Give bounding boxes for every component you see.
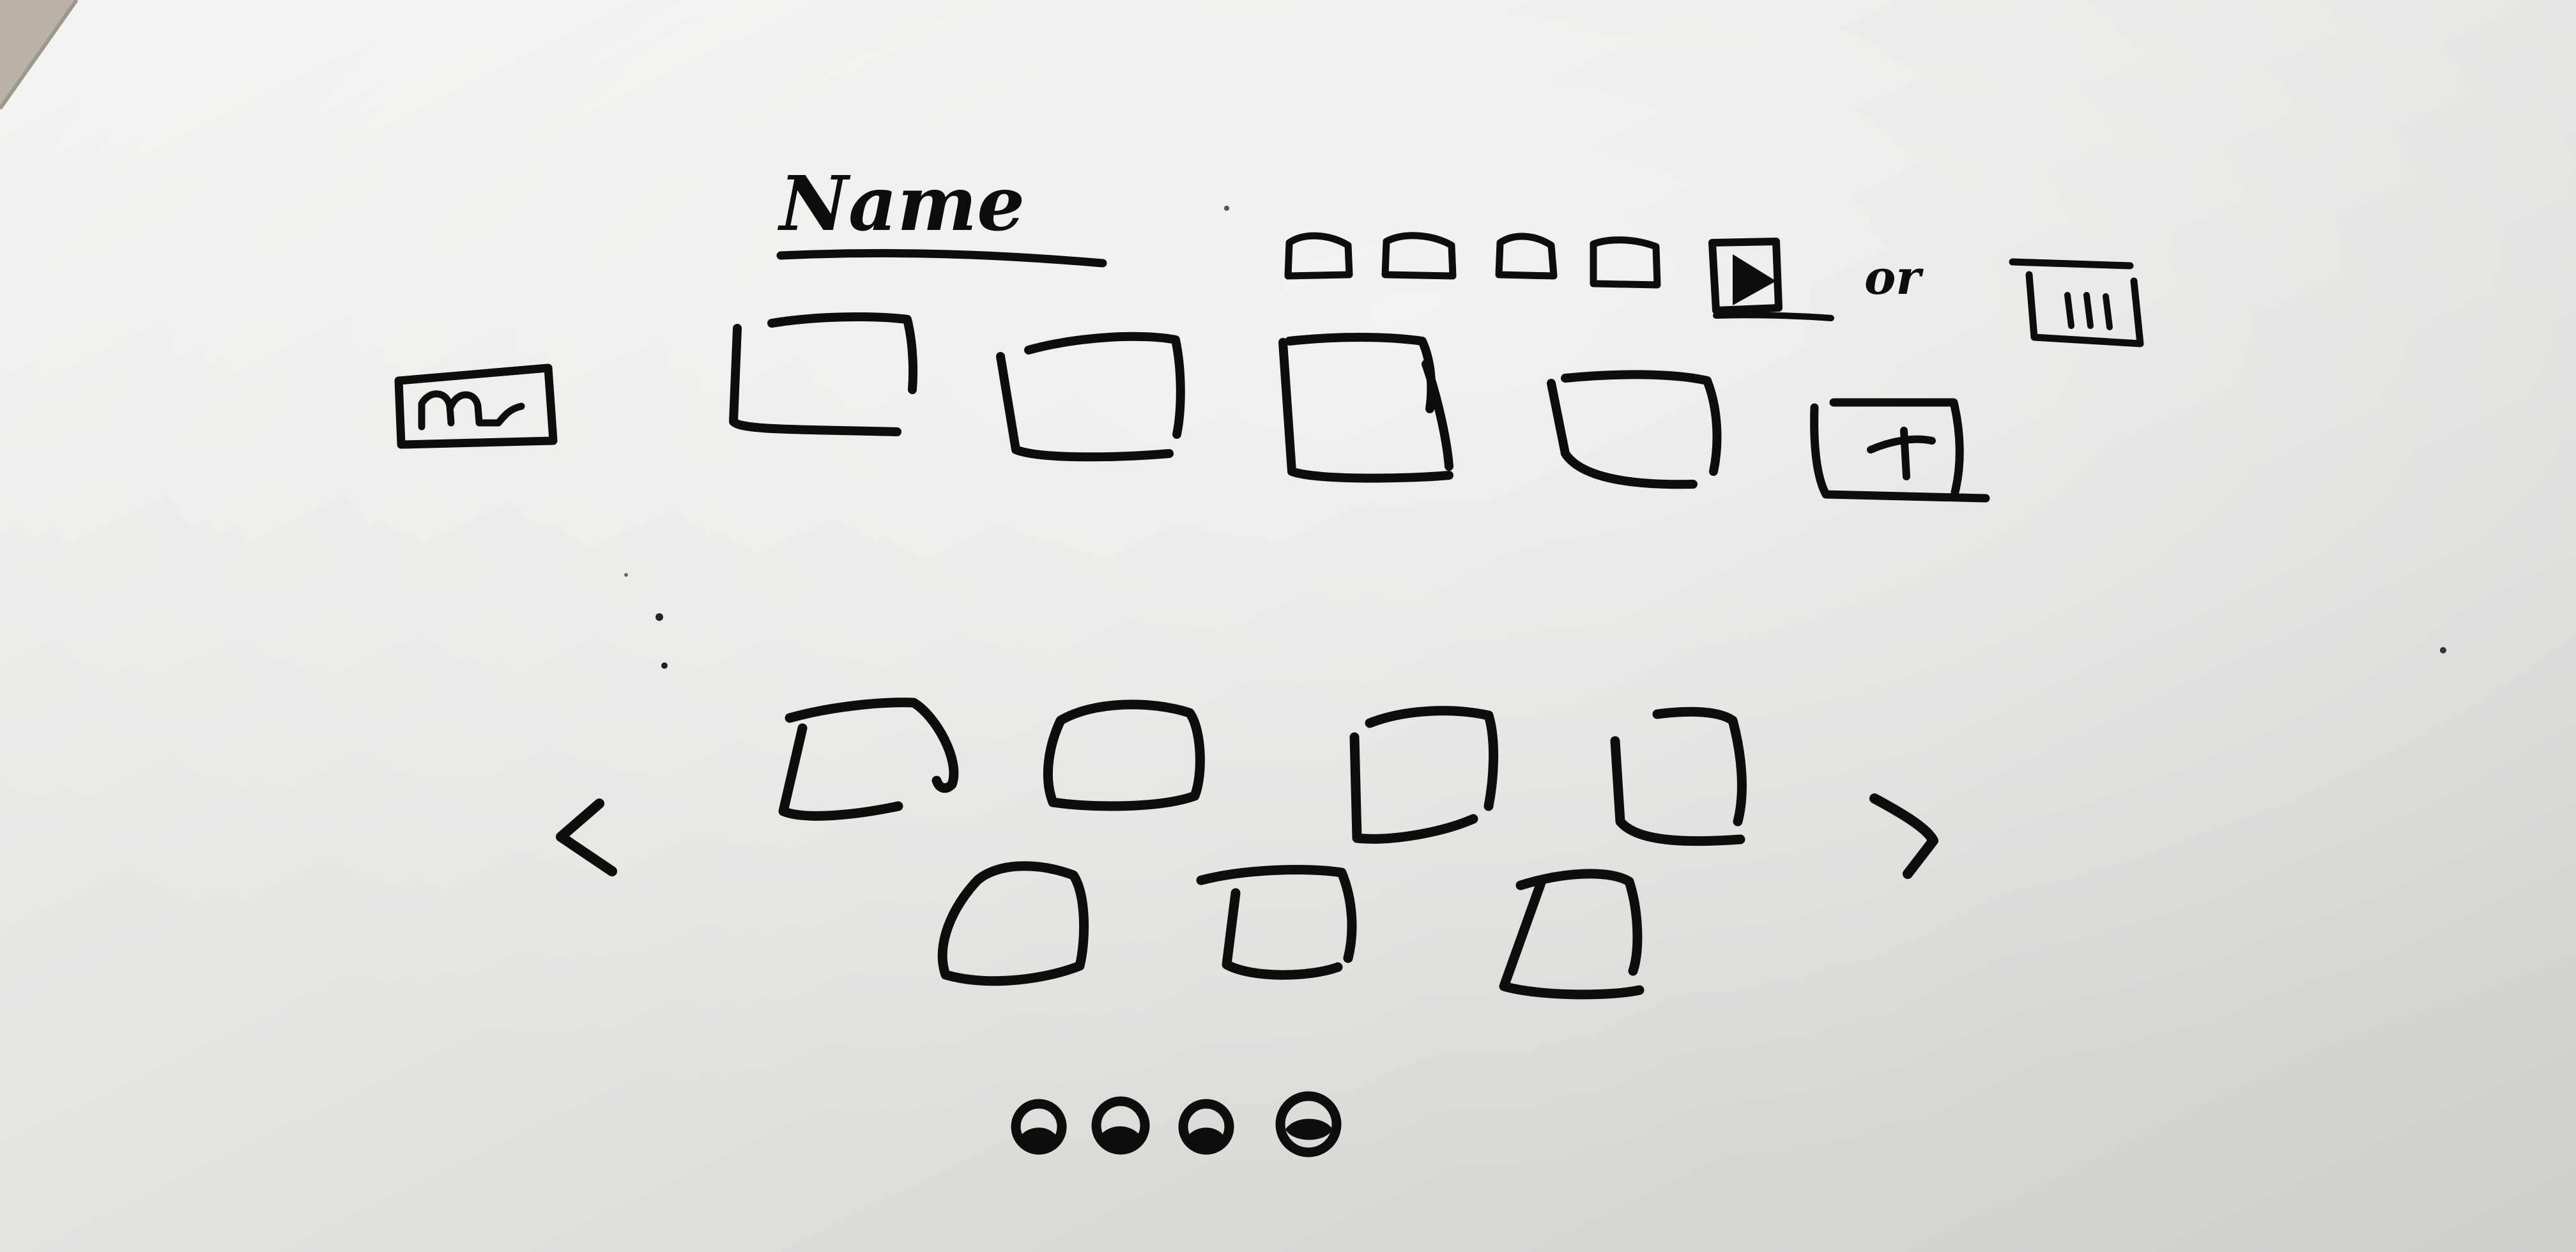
small-box-1[interactable] (1284, 232, 1353, 280)
menu-button-frame[interactable] (394, 363, 558, 449)
avatar[interactable] (1011, 1099, 1067, 1155)
avatar-row (1011, 1091, 1342, 1157)
main-row (729, 312, 1722, 489)
chevron-right-icon[interactable] (1869, 793, 1938, 879)
avatar[interactable] (1091, 1096, 1150, 1155)
avatar[interactable] (1275, 1091, 1342, 1157)
list-button-frame[interactable] (2025, 271, 2144, 347)
play-button-underline (1713, 312, 1834, 321)
play-button[interactable] (1708, 238, 1834, 321)
avatar[interactable] (1178, 1099, 1234, 1155)
menu-icon (418, 390, 525, 431)
carousel-box-7[interactable] (1499, 869, 1644, 1000)
avatar-shoulders (1285, 1118, 1333, 1140)
add-button-frame[interactable] (1810, 398, 1990, 503)
title-text: Name (777, 159, 1025, 248)
list-icon (2064, 292, 2113, 330)
avatar-icon (1011, 1099, 1067, 1155)
carousel-top-row (778, 698, 1747, 846)
list-view-button[interactable] (2009, 258, 2144, 347)
carousel-box-4[interactable] (1610, 706, 1747, 846)
menu-button[interactable] (394, 363, 558, 449)
carousel-box-3[interactable] (1349, 706, 1499, 844)
carousel-box-1[interactable] (778, 698, 959, 821)
list-button-topline (2009, 258, 2134, 270)
carousel-bottom-row (937, 861, 1644, 1000)
carousel-box-2[interactable] (1043, 699, 1205, 811)
board-edge (0, 0, 79, 110)
avatar-shoulders (1100, 1126, 1141, 1147)
avatar-shoulders (1187, 1127, 1225, 1147)
small-box-4[interactable] (1590, 236, 1661, 289)
page-title: Name (776, 159, 1107, 268)
play-button-frame[interactable] (1708, 238, 1782, 314)
main-box-3[interactable] (1278, 333, 1453, 483)
small-box-3[interactable] (1495, 233, 1558, 280)
carousel-box-6[interactable] (1196, 865, 1357, 980)
small-box-2[interactable] (1381, 232, 1457, 280)
avatar-icon (1091, 1096, 1150, 1155)
chevron-left-icon[interactable] (556, 798, 617, 876)
play-icon (1733, 254, 1776, 305)
main-box-1[interactable] (729, 312, 918, 436)
header-small-boxes (1284, 232, 1661, 289)
plus-icon (1867, 427, 1936, 480)
title-underline (776, 248, 1107, 268)
avatar-icon (1275, 1091, 1342, 1157)
main-box-2[interactable] (996, 332, 1185, 462)
avatar-shoulders (1020, 1127, 1058, 1147)
carousel-box-5[interactable] (937, 861, 1089, 986)
add-button[interactable] (1810, 398, 1990, 503)
or-label: or (1864, 250, 1924, 305)
avatar-icon (1178, 1099, 1234, 1155)
main-box-4[interactable] (1547, 370, 1722, 489)
board-specks (624, 206, 2446, 669)
